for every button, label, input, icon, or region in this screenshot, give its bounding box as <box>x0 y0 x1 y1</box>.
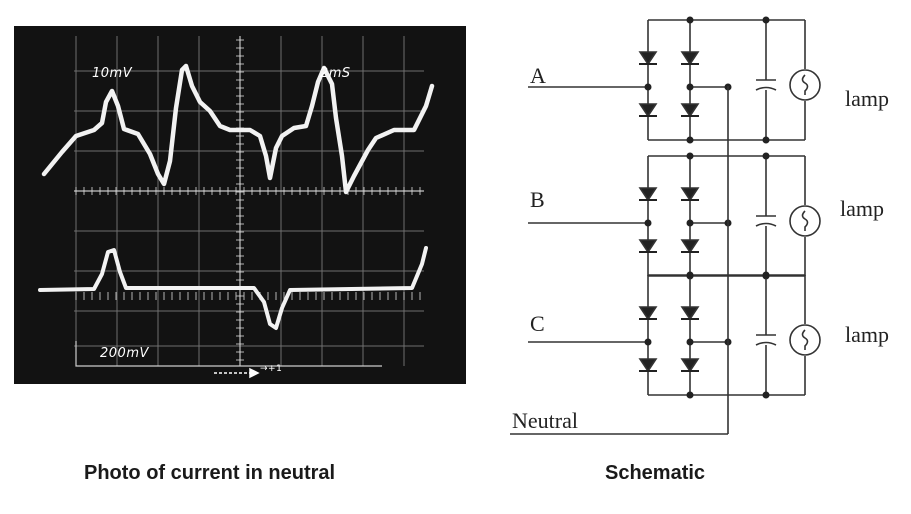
diode-c-2 <box>680 306 700 320</box>
diode-c-1 <box>638 306 658 320</box>
graticule-grid <box>74 36 424 366</box>
channel2-scale-bracket <box>75 341 382 367</box>
lamp-b-label: lamp <box>840 196 884 221</box>
oscilloscope-caption: Photo of current in neutral <box>84 462 336 484</box>
diode-c-4 <box>680 358 700 372</box>
channel1-scale-label: 10mV <box>92 66 133 81</box>
oscilloscope-photo: 10mV 2mS 200mV →+1 <box>14 26 466 384</box>
diode-a-3 <box>638 103 658 117</box>
rectifier-schematic <box>510 16 821 435</box>
diode-b-1 <box>638 187 658 201</box>
diode-a-4 <box>680 103 700 117</box>
channel1-trace <box>41 63 435 195</box>
lamp-icon-a <box>789 69 821 101</box>
phase-a-label: A <box>530 63 546 88</box>
neutral-wire <box>510 86 729 435</box>
diode-a-1 <box>638 51 658 65</box>
rectifier-stage-a <box>528 16 821 144</box>
rectifier-stage-b <box>528 152 821 280</box>
lamp-icon-c <box>789 324 821 356</box>
lamp-c-label: lamp <box>845 322 889 347</box>
diode-b-3 <box>638 239 658 253</box>
diode-b-2 <box>680 187 700 201</box>
time-marker <box>214 367 260 379</box>
oscilloscope-screen <box>38 36 435 379</box>
diode-a-2 <box>680 51 700 65</box>
diode-b-4 <box>680 239 700 253</box>
time-marker-label: →+1 <box>260 364 283 374</box>
phase-c-label: C <box>530 311 545 336</box>
schematic-caption: Schematic <box>605 462 706 484</box>
diode-c-3 <box>638 358 658 372</box>
channel2-trace <box>38 246 428 330</box>
channel2-scale-label: 200mV <box>100 346 149 361</box>
graticule-ticks <box>75 39 421 361</box>
graticule-axes <box>74 36 424 366</box>
timebase-label: 2mS <box>320 66 351 81</box>
phase-b-label: B <box>530 187 545 212</box>
lamp-icon-b <box>789 205 821 237</box>
rectifier-stage-c <box>528 271 821 399</box>
neutral-label: Neutral <box>512 408 578 433</box>
lamp-a-label: lamp <box>845 86 889 111</box>
